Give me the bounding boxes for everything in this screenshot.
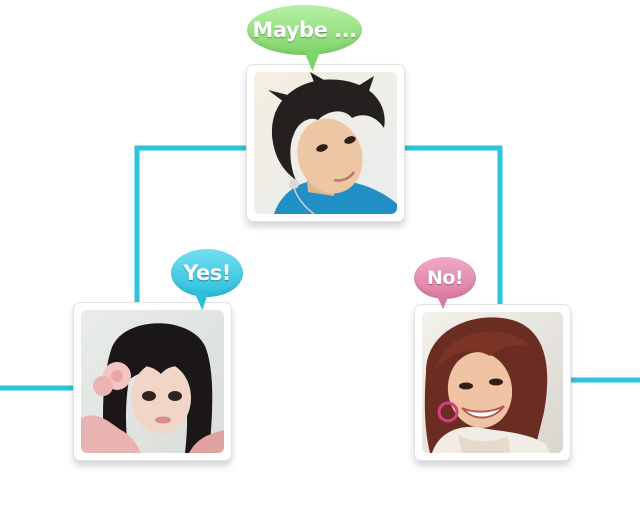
- connector-top-to-right: [402, 145, 503, 308]
- connector-top-to-left: [134, 145, 249, 306]
- node-card-maybe[interactable]: [246, 64, 405, 222]
- avatar-smiling-woman: [422, 312, 563, 453]
- node-card-yes[interactable]: [73, 302, 232, 461]
- speech-bubble-no: No!: [414, 257, 476, 299]
- speech-bubble-yes: Yes!: [171, 249, 243, 297]
- speech-bubble-maybe: Maybe ...: [247, 5, 362, 55]
- node-card-no[interactable]: [414, 304, 571, 461]
- avatar-young-woman-flower: [81, 310, 224, 453]
- avatar-young-man: [254, 72, 397, 214]
